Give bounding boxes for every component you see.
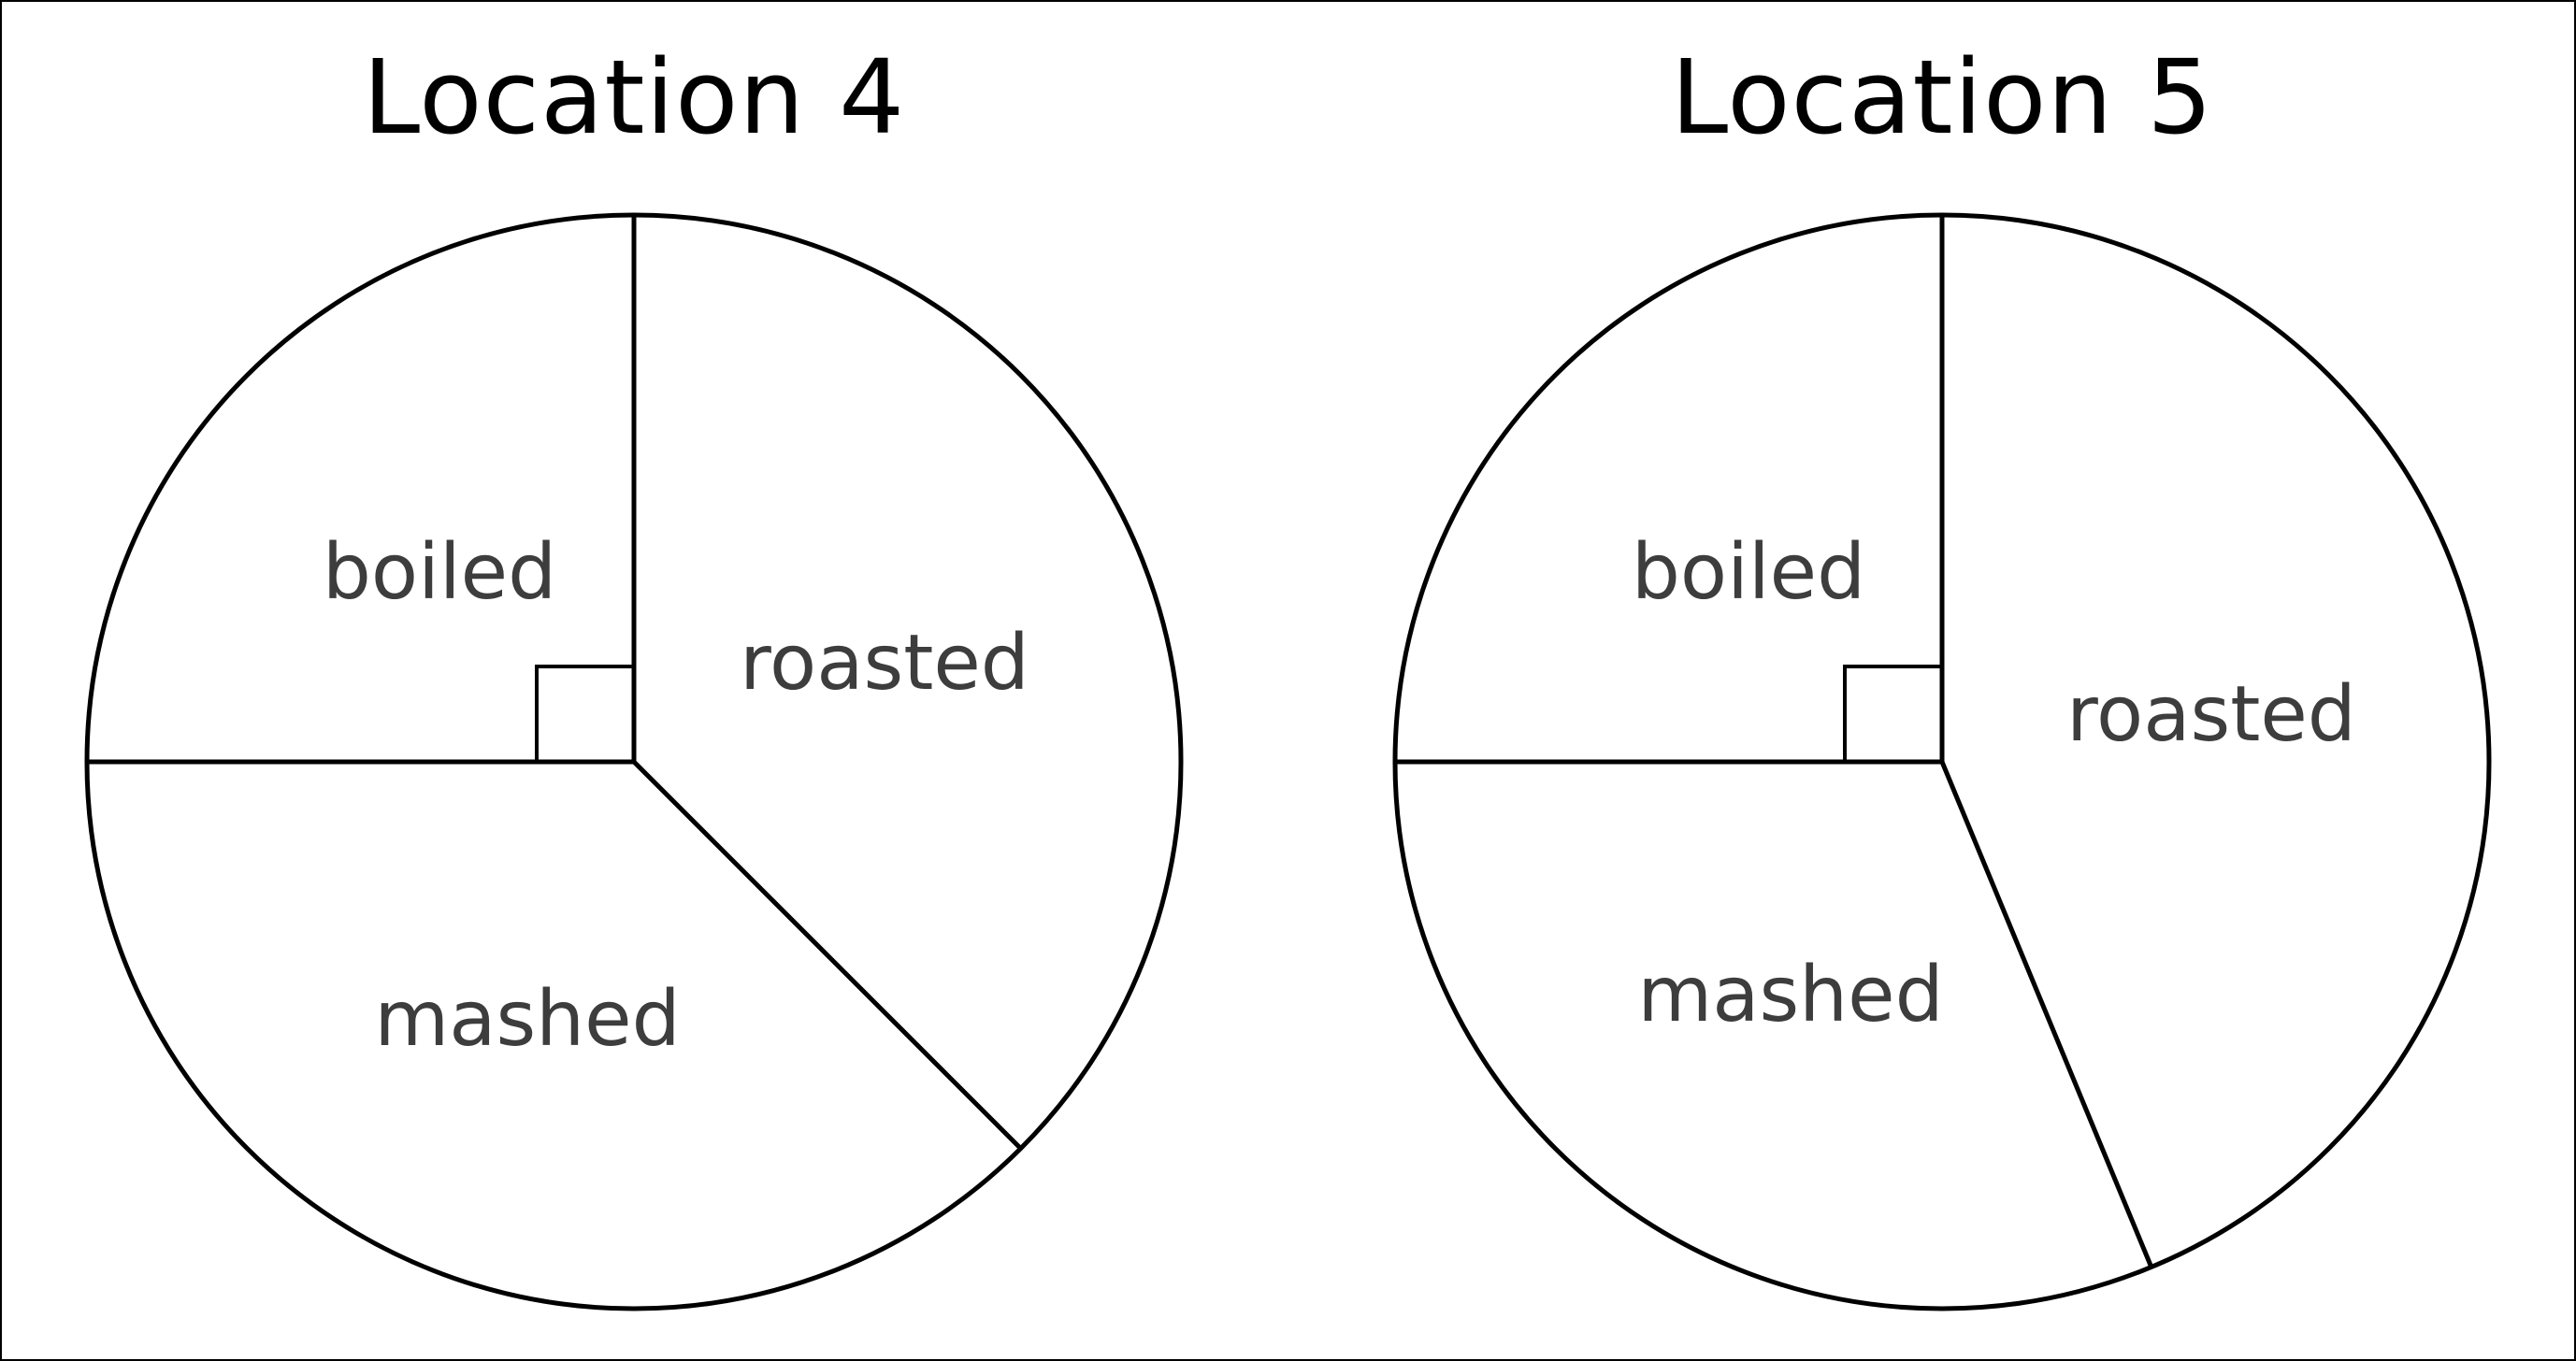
pie-location-4 (84, 212, 1184, 1311)
pie-location-5 (1392, 212, 2492, 1311)
slice-label-mashed: mashed (1637, 951, 1943, 1039)
chart-title-location-5: Location 5 (1670, 37, 2214, 157)
slice-label-boiled: boiled (1632, 528, 1865, 617)
slice-divider (1939, 761, 2154, 1268)
slice-label-roasted: roasted (2066, 670, 2356, 759)
slice-label-boiled: boiled (323, 528, 556, 617)
right-angle-marker (535, 665, 634, 762)
slice-divider (632, 760, 1023, 1151)
right-angle-marker (1843, 665, 1942, 762)
chart-title-location-4: Location 4 (362, 37, 906, 157)
slice-label-roasted: roasted (740, 619, 1029, 708)
slice-label-mashed: mashed (374, 975, 680, 1064)
